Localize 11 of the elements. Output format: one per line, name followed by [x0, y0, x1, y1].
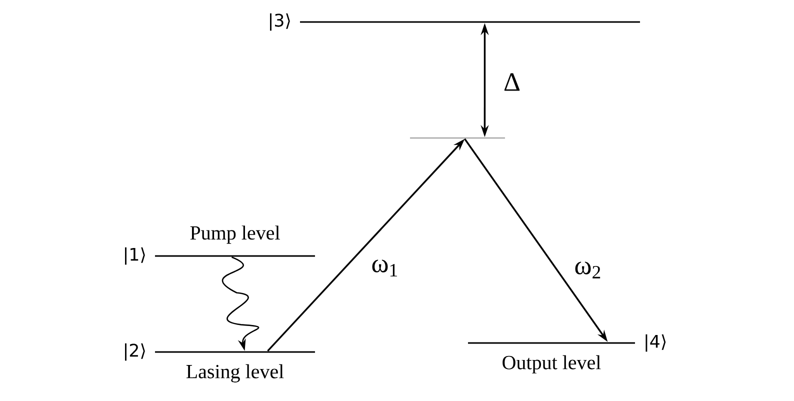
state-label: |2⟩ [125, 343, 145, 361]
energy-level-line [410, 137, 505, 139]
state-label: |3⟩ [270, 13, 290, 31]
level-name: Pump level [190, 226, 280, 244]
state-label: |4⟩ [646, 334, 666, 352]
edge-label: ω$_{1}$ [370, 258, 400, 278]
edge-label: Δ [502, 72, 522, 92]
edge-label: ω$_{2}$ [572, 260, 604, 280]
state-label: |1⟩ [125, 247, 145, 265]
level-name: Lasing level [186, 364, 284, 382]
level-name: Output level [502, 355, 601, 374]
